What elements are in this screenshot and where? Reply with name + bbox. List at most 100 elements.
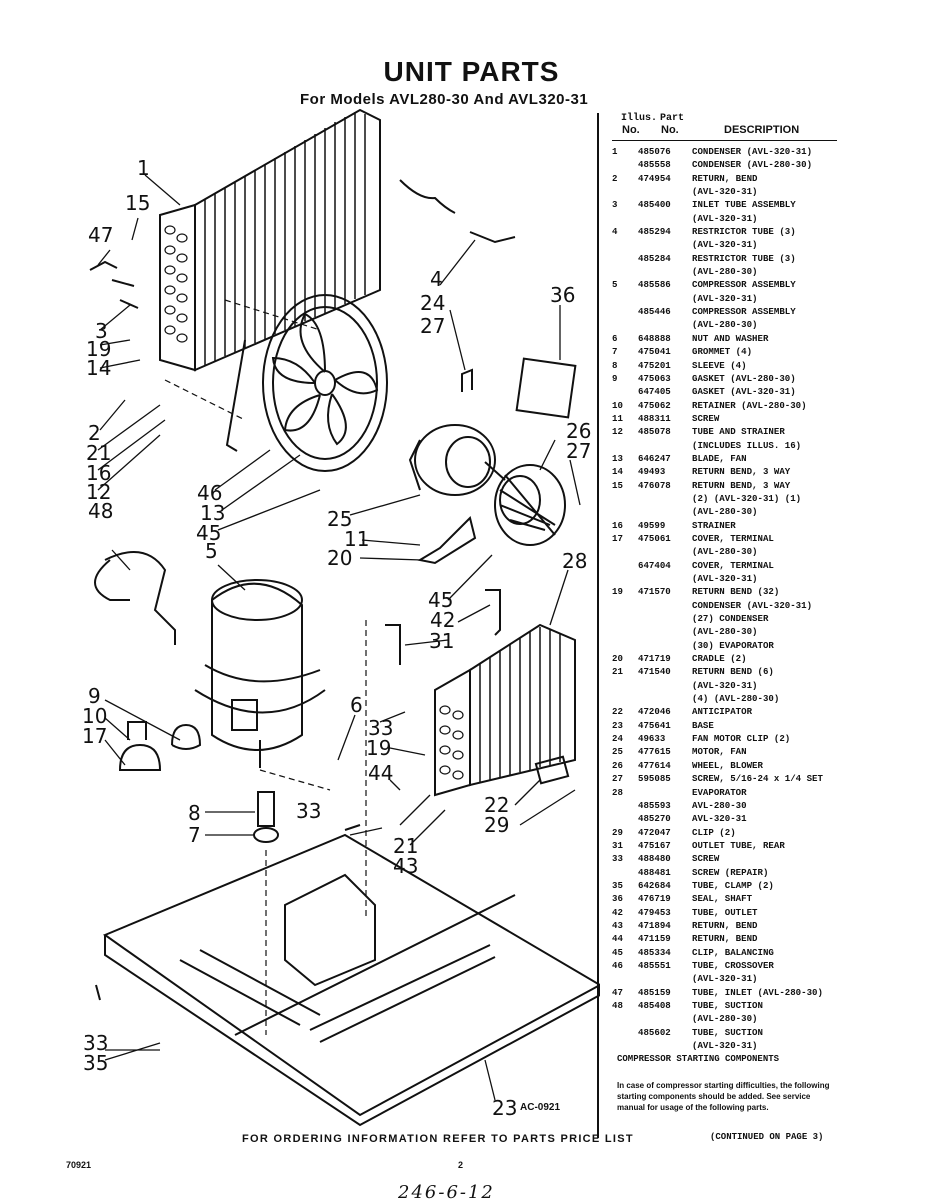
part-number	[630, 692, 692, 705]
table-row: (AVL-320-31)	[612, 972, 840, 985]
illus-number: 47	[612, 986, 623, 998]
callout-5: 5	[205, 539, 218, 563]
part-description: NUT AND WASHER	[692, 332, 769, 344]
part-description: (30) EVAPORATOR	[692, 639, 774, 651]
illus-number	[612, 692, 630, 705]
illus-number: 3	[612, 199, 618, 211]
illus-number: 31	[612, 839, 623, 851]
illus-number: 15	[612, 479, 623, 491]
part-description: CRADLE (2)	[692, 653, 747, 665]
part-number: 485586	[638, 279, 671, 291]
callout-48: 48	[88, 499, 113, 523]
part-description: TUBE, INLET (AVL-280-30)	[692, 986, 823, 998]
part-number	[630, 212, 692, 225]
table-row: (4) (AVL-280-30)	[612, 692, 840, 705]
illus-number: 5	[612, 279, 618, 291]
part-number: 475062	[638, 399, 671, 411]
illus-number: 14	[612, 466, 623, 478]
illus-number: 22	[612, 706, 623, 718]
illus-number	[612, 1039, 630, 1052]
part-description: RETURN, BEND	[692, 172, 758, 184]
part-description: CONDENSER (AVL-320-31)	[692, 599, 813, 611]
part-description: SEAL, SHAFT	[692, 893, 753, 905]
part-description: (AVL-280-30)	[692, 319, 758, 331]
illus-number: 19	[612, 586, 623, 598]
illus-number	[612, 572, 630, 585]
part-number	[630, 1039, 692, 1052]
part-number	[630, 318, 692, 331]
callout-29: 29	[484, 813, 509, 837]
table-row: (AVL-280-30)	[612, 545, 840, 558]
callout-21: 21	[86, 441, 111, 465]
part-description: EVAPORATOR	[692, 786, 747, 798]
illus-number	[612, 599, 630, 612]
illus-number: 29	[612, 826, 623, 838]
illus-number: 46	[612, 959, 623, 971]
illus-number: 21	[612, 666, 623, 678]
callout-46: 46	[197, 481, 222, 505]
exploded-diagram: 1 15 47 3 19 14 2 21 16 12 48 46 13 45 5…	[82, 108, 600, 1127]
callout-35: 35	[83, 1051, 108, 1075]
callout-19: 19	[86, 337, 111, 361]
illus-number: 44	[612, 933, 623, 945]
part-number: 485593	[638, 799, 671, 811]
illus-number: 13	[612, 452, 623, 464]
part-description: (27) CONDENSER	[692, 613, 769, 625]
evaporator-coil	[434, 623, 576, 797]
part-number: 595085	[638, 773, 671, 785]
handwritten-note: 246-6-12	[398, 1182, 495, 1203]
part-number	[630, 639, 692, 652]
illus-number	[612, 559, 630, 572]
part-number: 475063	[638, 372, 671, 384]
part-description: SCREW	[692, 853, 720, 865]
callout-7: 7	[188, 823, 201, 847]
illus-number	[612, 639, 630, 652]
illus-number	[612, 866, 630, 879]
part-number	[630, 612, 692, 625]
part-description: TUBE, CROSSOVER	[692, 959, 774, 971]
condenser-coil	[159, 108, 381, 372]
part-description: ANTICIPATOR	[692, 706, 753, 718]
part-description: RETURN BEND, 3 WAY	[692, 479, 791, 491]
part-description: CLIP, BALANCING	[692, 946, 774, 958]
part-number: 485294	[638, 226, 671, 238]
part-number: 475167	[638, 839, 671, 851]
illus-number	[612, 799, 630, 812]
table-row: (AVL-320-31)	[612, 1039, 840, 1052]
callout-42: 42	[430, 608, 455, 632]
illus-number	[612, 972, 630, 985]
callout-11: 11	[344, 527, 369, 551]
part-description: COVER, TERMINAL	[692, 559, 774, 571]
callout-23: 23	[492, 1096, 517, 1120]
illus-number	[612, 185, 630, 198]
callout-8: 8	[188, 801, 201, 825]
part-number: 647404	[638, 559, 671, 571]
part-number: 471159	[638, 933, 671, 945]
part-number: 642684	[638, 879, 671, 891]
part-number: 471894	[638, 919, 671, 931]
part-description: OUTLET TUBE, REAR	[692, 839, 785, 851]
part-description: COMPRESSOR ASSEMBLY	[692, 279, 796, 291]
part-number: 471570	[638, 586, 671, 598]
illus-number: 48	[612, 1000, 623, 1011]
table-row: 5 485586 COMPRESSOR ASSEMBLY	[612, 278, 840, 291]
header-description: DESCRIPTION	[724, 124, 800, 136]
callout-25: 25	[327, 507, 352, 531]
illus-number: 25	[612, 746, 623, 758]
illus-number	[612, 505, 630, 518]
table-row: (INCLUDES ILLUS. 16)	[612, 439, 840, 452]
